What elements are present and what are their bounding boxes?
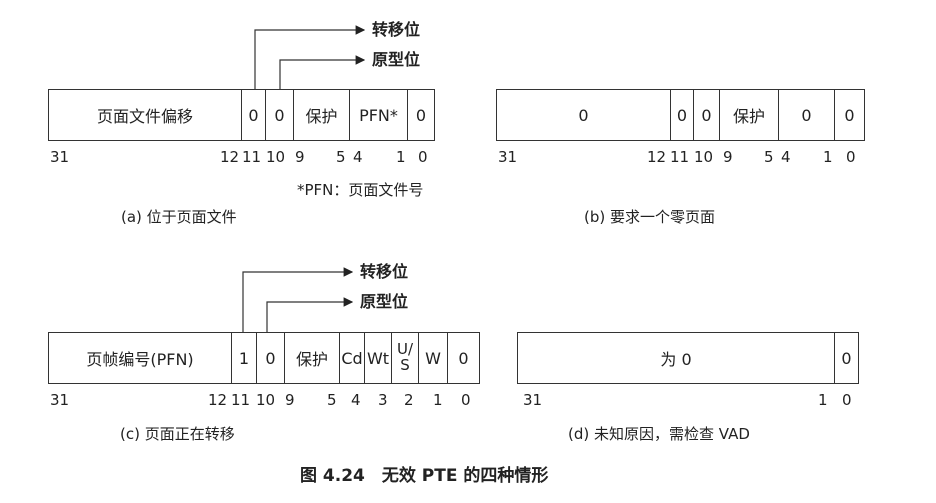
field-transition-bit: 1 — [238, 348, 250, 368]
bit-12: 12 — [208, 391, 228, 409]
bit-31: 31 — [498, 148, 518, 166]
field-user-supervisor: U/ S — [396, 340, 414, 374]
field-valid-bit: 0 — [415, 105, 427, 125]
field-prototype-bit: 0 — [265, 348, 276, 368]
caption-d: (d) 未知原因，需检查 VAD — [568, 425, 750, 443]
prototype-bit-arrow-a — [279, 55, 366, 89]
transition-bit-label: 转移位 — [360, 262, 409, 281]
field-transition-bit: 0 — [248, 105, 259, 125]
bit-11: 11 — [231, 391, 251, 409]
bit-3: 3 — [378, 391, 388, 409]
bit-5: 5 — [764, 148, 774, 166]
bit-10: 10 — [694, 148, 714, 166]
bit-1: 1 — [433, 391, 443, 409]
caption-a: (a) 位于页面文件 — [121, 208, 237, 226]
transition-bit-label: 转移位 — [372, 20, 421, 39]
pte-register-a: 页面文件偏移 0 0 保护 PFN* 0 — [48, 89, 435, 141]
field-valid-bit: 0 — [458, 348, 469, 368]
field-valid-bit: 0 — [841, 348, 852, 368]
field-write-through: Wt — [366, 348, 390, 368]
field-protection: 保护 — [295, 350, 328, 369]
bit-31: 31 — [50, 148, 70, 166]
prototype-bit-label: 原型位 — [360, 292, 409, 311]
field-valid-bit: 0 — [844, 105, 855, 125]
bit-31: 31 — [50, 391, 70, 409]
bit-10: 10 — [256, 391, 276, 409]
field-page-frame-number: 页帧编号(PFN) — [86, 350, 194, 369]
caption-c: (c) 页面正在转移 — [120, 425, 235, 443]
field-prototype-bit: 0 — [274, 105, 285, 125]
bit-5: 5 — [327, 391, 337, 409]
bit-0: 0 — [418, 148, 428, 166]
field-protection: 保护 — [305, 107, 338, 126]
field-page-file-offset: 页面文件偏移 — [96, 107, 193, 126]
bit-4: 4 — [353, 148, 363, 166]
transition-bit-arrow-a — [254, 25, 366, 89]
bit-0: 0 — [461, 391, 471, 409]
bit-31: 31 — [523, 391, 543, 409]
field-transition-bit: 0 — [676, 105, 688, 125]
field-cache-disable: Cd — [341, 348, 363, 368]
bit-1: 1 — [396, 148, 406, 166]
bit-11: 11 — [670, 148, 690, 166]
bit-12: 12 — [647, 148, 667, 166]
pte-register-b: 0 0 0 保护 0 0 — [496, 89, 865, 141]
pfn-footnote: *PFN：页面文件号 — [297, 181, 424, 199]
caption-b: (b) 要求一个零页面 — [584, 208, 715, 226]
pte-register-d: 为 0 0 — [517, 332, 859, 384]
bit-1: 1 — [823, 148, 833, 166]
bit-9: 9 — [723, 148, 733, 166]
prototype-bit-label: 原型位 — [372, 50, 421, 69]
bit-9: 9 — [285, 391, 295, 409]
field-write: W — [425, 348, 441, 368]
bit-5: 5 — [336, 148, 346, 166]
field-zero-low: 0 — [801, 105, 812, 125]
bit-11: 11 — [242, 148, 262, 166]
bit-1: 1 — [818, 391, 828, 409]
bit-10: 10 — [266, 148, 286, 166]
bit-4: 4 — [781, 148, 791, 166]
prototype-bit-arrow-c — [266, 297, 354, 332]
transition-bit-arrow-c — [242, 267, 354, 332]
field-protection: 保护 — [732, 107, 765, 126]
field-pfn: PFN* — [359, 105, 398, 125]
bit-0: 0 — [846, 148, 856, 166]
field-all-zero: 为 0 — [660, 350, 692, 369]
bit-2: 2 — [404, 391, 414, 409]
bit-12: 12 — [220, 148, 240, 166]
bit-0: 0 — [842, 391, 852, 409]
bit-4: 4 — [351, 391, 361, 409]
bit-9: 9 — [295, 148, 305, 166]
figure-caption: 图 4.24 无效 PTE 的四种情形 — [300, 466, 549, 486]
field-zero-high: 0 — [578, 105, 589, 125]
pte-register-c: 页帧编号(PFN) 1 0 保护 Cd Wt U/ S W 0 — [48, 332, 480, 384]
field-prototype-bit: 0 — [701, 105, 712, 125]
